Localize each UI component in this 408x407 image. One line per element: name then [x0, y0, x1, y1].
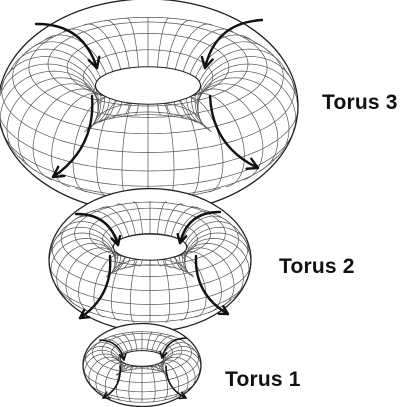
torus-hole	[113, 234, 186, 260]
torus-3-label: Torus 3	[322, 91, 398, 115]
torus-1	[83, 324, 201, 407]
torus-1-label: Torus 1	[225, 368, 301, 392]
torus-3	[0, 0, 298, 213]
torus-body	[0, 0, 298, 213]
torus-hole	[120, 351, 164, 367]
torus-hole	[96, 67, 201, 104]
torus-2	[49, 189, 251, 332]
torus-2-label: Torus 2	[279, 255, 355, 279]
